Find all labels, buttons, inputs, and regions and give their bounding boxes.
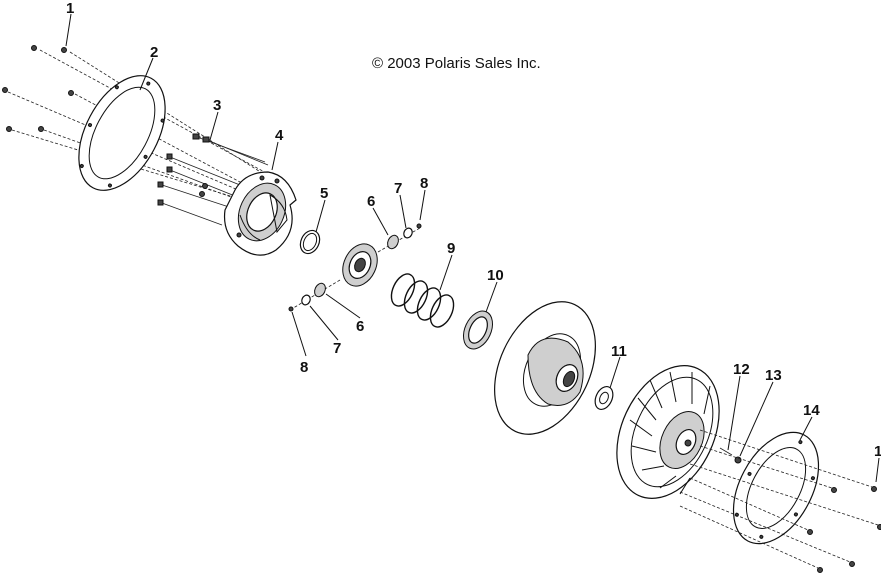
callout-14: 14 [803,402,820,419]
callout-4: 4 [275,127,284,144]
part-4-spider-housing [223,171,297,256]
copyright-notice: © 2003 Polaris Sales Inc. [372,55,541,72]
callout-1-top: 1 [66,0,74,17]
callout-7-upper: 7 [394,180,402,197]
callout-5: 5 [320,185,328,202]
movable-sheave [494,301,596,435]
callout-6-upper: 6 [367,193,375,210]
callout-3: 3 [213,97,221,114]
part-5-o-ring [299,229,321,255]
callout-labels: 1 2 3 4 5 6 7 8 9 10 6 7 8 11 12 13 14 1 [66,0,881,460]
callout-10: 10 [487,267,504,284]
part-2-cover-plate [78,75,166,191]
right-screws [679,429,881,573]
callout-8-upper: 8 [420,175,428,192]
callout-leaders [65,13,880,483]
callout-8-lower: 8 [300,359,308,376]
parts-12-13-fasteners [719,447,742,464]
part-9-spring [390,273,455,328]
part-10-bushing [462,310,494,350]
callout-6-lower: 6 [356,318,364,335]
callout-2: 2 [150,44,158,61]
callout-11: 11 [611,343,627,360]
finned-sheave-cover [616,365,720,499]
part-11-washer [594,386,614,410]
center-bearing-hub [289,227,421,311]
callout-7-lower: 7 [333,340,341,357]
callout-12: 12 [733,361,750,378]
lower-washers [288,282,326,312]
part-14-cover-plate [732,431,820,545]
callout-9: 9 [447,240,455,257]
upper-washers [387,223,422,250]
callout-1-right: 1 [874,443,881,460]
callout-13: 13 [765,367,782,384]
part-3-bolts [157,133,269,226]
